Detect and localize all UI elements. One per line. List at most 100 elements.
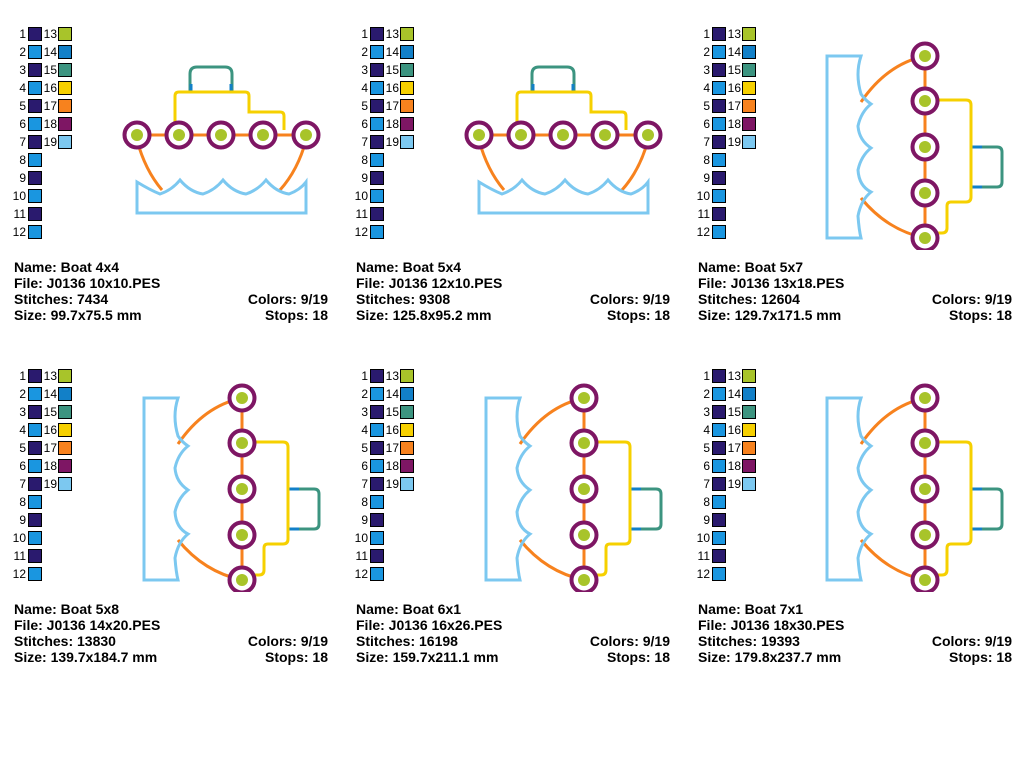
thread-color-swatch bbox=[58, 45, 72, 59]
thread-color-swatch bbox=[712, 549, 726, 563]
thread-color-swatch bbox=[400, 405, 414, 419]
thread-number: 7 bbox=[361, 135, 368, 149]
thread-color-swatch bbox=[28, 63, 42, 77]
thread-color-swatch bbox=[712, 495, 726, 509]
thread-number: 19 bbox=[385, 477, 399, 491]
thread-color-swatch bbox=[28, 495, 42, 509]
thread-number: 5 bbox=[361, 441, 368, 455]
thread-number: 9 bbox=[19, 171, 26, 185]
thread-number: 15 bbox=[43, 63, 57, 77]
thread-color-swatch bbox=[712, 387, 726, 401]
design-stitches: Stitches: 16198 bbox=[356, 633, 458, 649]
thread-color-swatch bbox=[58, 117, 72, 131]
thread-color-swatch bbox=[370, 63, 384, 77]
chimney-outline bbox=[188, 65, 234, 92]
thread-color-swatch bbox=[370, 207, 384, 221]
thread-color-swatch bbox=[400, 441, 414, 455]
porthole-center bbox=[578, 392, 590, 404]
thread-number: 12 bbox=[12, 567, 26, 581]
thread-color-swatch bbox=[28, 405, 42, 419]
chimney-outline bbox=[981, 145, 1004, 189]
thread-color-swatch bbox=[28, 225, 42, 239]
porthole-center bbox=[919, 574, 931, 586]
thread-color-swatch bbox=[400, 135, 414, 149]
porthole-center bbox=[236, 392, 248, 404]
porthole-center bbox=[919, 50, 931, 62]
thread-number: 18 bbox=[43, 459, 57, 473]
design-name: Name: Boat 4x4 bbox=[14, 259, 120, 275]
cabin-outline bbox=[242, 440, 290, 577]
design-colors: Colors: 9/19 bbox=[931, 291, 1012, 307]
thread-number: 1 bbox=[19, 369, 26, 383]
thread-number: 18 bbox=[385, 459, 399, 473]
thread-color-swatch bbox=[712, 45, 726, 59]
thread-number: 8 bbox=[703, 495, 710, 509]
thread-number: 5 bbox=[703, 441, 710, 455]
thread-number: 13 bbox=[43, 27, 57, 41]
boat-design-preview bbox=[122, 65, 321, 215]
porthole-center bbox=[257, 129, 269, 141]
thread-number: 15 bbox=[727, 405, 741, 419]
cabin-outline bbox=[925, 440, 973, 577]
thread-color-swatch bbox=[400, 117, 414, 131]
cabin-outline bbox=[173, 90, 286, 130]
design-size: Size: 179.8x237.7 mm bbox=[698, 649, 842, 665]
porthole-center bbox=[599, 129, 611, 141]
thread-number: 4 bbox=[19, 81, 26, 95]
water-waves bbox=[825, 54, 874, 240]
thread-color-swatch bbox=[370, 171, 384, 185]
thread-color-swatch bbox=[370, 153, 384, 167]
thread-number: 8 bbox=[361, 495, 368, 509]
thread-number: 2 bbox=[19, 387, 26, 401]
design-name: Name: Boat 5x8 bbox=[14, 601, 120, 617]
thread-number: 3 bbox=[19, 405, 26, 419]
boat-vertical bbox=[825, 41, 1004, 250]
thread-number: 16 bbox=[385, 81, 399, 95]
porthole-center bbox=[557, 129, 569, 141]
thread-color-swatch bbox=[712, 405, 726, 419]
thread-number: 18 bbox=[43, 117, 57, 131]
design-info: Name: Boat 5x7 File: J0136 13x18.PES Sti… bbox=[698, 259, 1012, 323]
thread-number: 11 bbox=[13, 549, 26, 563]
thread-number: 3 bbox=[361, 63, 368, 77]
thread-number: 4 bbox=[19, 423, 26, 437]
thread-number: 19 bbox=[43, 477, 57, 491]
thread-color-swatch bbox=[712, 441, 726, 455]
design-info: Name: Boat 5x4 File: J0136 12x10.PES Sti… bbox=[356, 259, 670, 323]
design-stops: Stops: 18 bbox=[606, 307, 670, 323]
thread-color-swatch bbox=[28, 153, 42, 167]
thread-color-swatch bbox=[742, 81, 756, 95]
design-info: Name: Boat 5x8 File: J0136 14x20.PES Sti… bbox=[14, 601, 328, 665]
thread-number: 13 bbox=[385, 369, 399, 383]
design-size: Size: 99.7x75.5 mm bbox=[14, 307, 142, 323]
thread-number: 15 bbox=[727, 63, 741, 77]
thread-color-swatch bbox=[58, 135, 72, 149]
thread-number: 1 bbox=[703, 27, 710, 41]
thread-number: 10 bbox=[696, 531, 710, 545]
thread-number: 5 bbox=[19, 441, 26, 455]
thread-number: 18 bbox=[727, 459, 741, 473]
thread-number: 4 bbox=[361, 81, 368, 95]
thread-color-swatch bbox=[712, 423, 726, 437]
thread-color-swatch bbox=[370, 567, 384, 581]
thread-color-swatch bbox=[712, 27, 726, 41]
boat-horizontal bbox=[122, 65, 321, 215]
thread-number: 13 bbox=[385, 27, 399, 41]
design-file: File: J0136 14x20.PES bbox=[14, 617, 161, 633]
thread-color-swatch bbox=[400, 423, 414, 437]
thread-color-swatch bbox=[712, 531, 726, 545]
thread-color-swatch bbox=[742, 369, 756, 383]
design-size: Size: 139.7x184.7 mm bbox=[14, 649, 158, 665]
thread-color-swatch bbox=[712, 459, 726, 473]
thread-color-swatch bbox=[370, 81, 384, 95]
porthole-center bbox=[215, 129, 227, 141]
thread-number: 14 bbox=[385, 387, 399, 401]
thread-color-swatch bbox=[742, 117, 756, 131]
thread-number: 9 bbox=[703, 513, 710, 527]
thread-number: 7 bbox=[19, 135, 26, 149]
design-stitches: Stitches: 7434 bbox=[14, 291, 109, 307]
thread-color-swatch bbox=[28, 81, 42, 95]
thread-color-swatch bbox=[370, 27, 384, 41]
thread-number: 17 bbox=[43, 99, 57, 113]
